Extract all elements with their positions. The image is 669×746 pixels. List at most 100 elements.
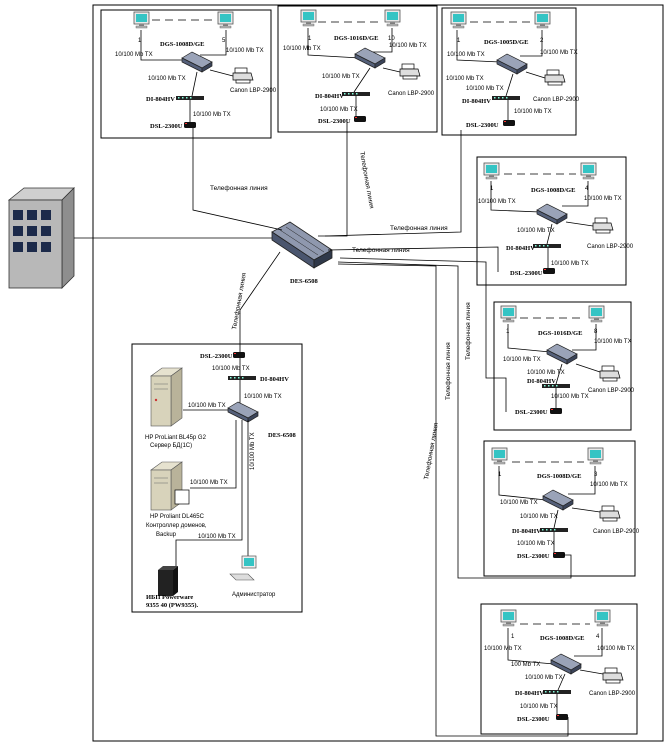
printer-label: Canon LBP-2900 [533,97,580,103]
speed-label: 10/100 Mb TX [198,534,236,540]
printer-icon [544,69,566,86]
speed-label: 10/100 Mb TX [244,394,282,400]
speed-label: 10/100 Mb TX [283,46,321,52]
speed-label: 10/100 Mb TX [446,76,484,82]
switch-label: DES-6508 [268,432,297,439]
speed-label: 10/100 Mb TX [484,646,522,652]
speed-label: 10/100 Mb TX [478,199,516,205]
pc-icon [217,11,234,29]
speed-label: 10/100 Mb TX [190,480,228,486]
server-room-box [131,343,303,613]
speed-label: 10/100 Mb TX [517,541,555,547]
server-1-role: Сервер БД(1С) [150,443,192,449]
router-icon [533,244,561,248]
switch-label: DGS-1016D/GE [538,330,582,337]
speed-label: 10/100 Mb TX [527,370,565,376]
router-icon [492,96,520,100]
pc-icon [384,9,401,27]
branch-3-box [441,7,577,136]
modem-icon [184,122,196,128]
speed-label: 10/100 Mb TX [212,366,250,372]
outer-frame [92,4,664,742]
router-icon [228,376,256,380]
pc-icon [450,11,467,29]
pc-number: 3 [594,472,598,478]
modem-icon [503,120,515,126]
phone-line-label: Телефонная линия [445,342,452,400]
speed-label: 10/100 Mb TX [447,52,485,58]
ups-label: ИБП Powerware [146,594,193,601]
server-2-role: Контроллер доменов, [146,523,207,529]
speed-label: 10/100 Mb TX [322,74,360,80]
switch-label: DGS-1008D/GE [540,635,584,642]
switch-icon [496,53,528,75]
pc-icon [133,11,150,29]
modem-label: DSL-2300U [517,553,550,560]
pc-number: 1 [490,186,494,192]
pc-icon [587,447,604,465]
printer-icon [599,505,621,522]
router-label: DI-804HV [527,378,556,385]
pc-number: 1 [498,472,502,478]
speed-label: 10/100 Mb TX [503,357,541,363]
printer-icon [602,667,624,684]
switch-icon [536,203,568,225]
switch-icon [550,653,582,675]
modem-label: DSL-2300U [466,122,499,129]
server-icon [150,367,183,427]
router-label: DI-804HV [506,245,535,252]
phone-line-label: Телефонная линия [390,225,448,232]
pc-icon [500,609,517,627]
phone-line-label: Телефонная линия [465,302,472,360]
server-2-role-extra: Backup [156,532,177,538]
speed-label: 10/100 Mb TX [594,339,632,345]
branch-1-box [100,9,272,139]
speed-label: 10/100 Mb TX [584,196,622,202]
modem-icon [550,408,562,414]
switch-icon [227,401,259,423]
router-label: DI-804HV [515,690,544,697]
branch-5: 1 8 DGS-1016D/GE 10/100 Mb TX 10/100 Mb … [500,305,635,416]
phone-line-label: Телефонная линия [352,247,410,254]
router-label: DI-804HV [260,376,289,383]
server-icon [150,461,190,511]
branch-2-box [277,5,438,133]
pc-icon [491,447,508,465]
router-label: DI-804HV [462,98,491,105]
pc-icon [588,305,605,323]
switch-icon [354,47,386,69]
modem-label: DSL-2300U [515,409,548,416]
pc-number: 1 [138,38,142,44]
branch-7-box [480,603,638,735]
speed-label: 10/100 Mb TX [525,675,563,681]
server-tower-icon [7,187,75,289]
pc-icon [483,162,500,180]
speed-label: 10/100 Mb TX [590,482,628,488]
printer-icon [599,365,621,382]
speed-label: 10/100 Mb TX [517,228,555,234]
printer-icon [399,63,421,80]
speed-label: 10/100 Mb TX [551,394,589,400]
switch-icon [546,343,578,365]
printer-label: Canon LBP-2900 [588,388,635,394]
speed-label: 10/100 Mb TX [188,403,226,409]
pc-number: 4 [596,634,600,640]
pc-number: 4 [585,186,589,192]
pc-icon [300,9,317,27]
branch-4: 1 4 DGS-1008D/GE 10/100 Mb TX 10/100 Mb … [478,162,634,277]
admin-pc-icon [229,555,257,581]
branch-6-box [483,440,636,577]
modem-label: DSL-2300U [150,123,183,130]
router-label: DI-804HV [315,93,344,100]
router-icon [176,96,204,100]
switch-label: DGS-1008D/GE [537,473,581,480]
core-switch-label: DES-6508 [290,278,319,285]
switch-label: DGS-1016D/GE [334,35,378,42]
branch-4-box [476,156,627,286]
speed-label: 10/100 Mb TX [540,50,578,56]
speed-label: 100 Mb TX [511,662,540,668]
speed-label: 10/100 Mb TX [115,52,153,58]
branch-5-box [493,301,632,431]
pc-number: 1 [457,38,461,44]
